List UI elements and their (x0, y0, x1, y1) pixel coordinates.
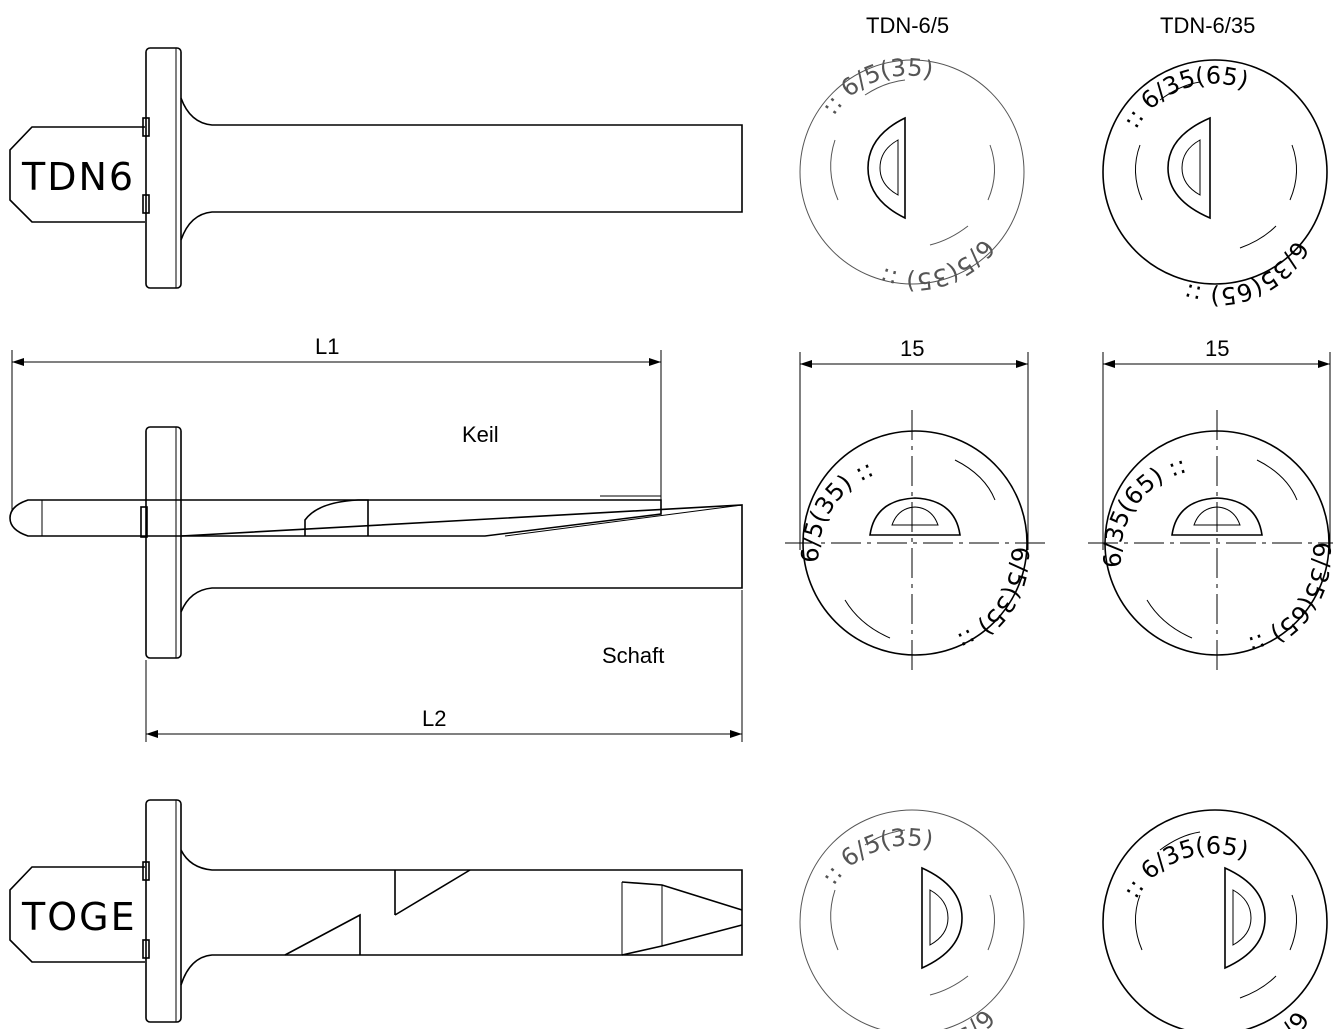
anchor-section: L1 Keil Schaft L2 (9, 334, 743, 742)
disc-bottom-left-dash-2 (987, 894, 995, 951)
anchor-bottom-wedge-step2 (394, 869, 471, 916)
disc-bottom-left-outline (799, 809, 1025, 1029)
disc-top-right-mark-main: :: 6/35(65) (1117, 62, 1252, 133)
disc-bottom-left-dash-3 (864, 829, 906, 846)
disc-mid-left-slot (869, 497, 961, 536)
anchor-top: TDN6 (9, 47, 743, 289)
disc-mid-left-dim-label: 15 (900, 336, 924, 361)
disc-mid-left-mark-repeat: 6/5(35) :: (953, 547, 1033, 656)
section-pin (140, 506, 148, 538)
disc-mid-right-outline (1104, 430, 1330, 656)
disc-top-left: :: 6/5(35) 6/5(35) :: (799, 53, 1025, 295)
disc-top-right-dash-1 (1135, 144, 1143, 201)
disc-mid-right-dash-2 (1256, 459, 1298, 501)
disc-bottom-right-dash-4 (1239, 975, 1277, 999)
label-keil: Keil (462, 422, 499, 447)
disc-mid-right-slot-inner (1193, 506, 1241, 526)
disc-mid-left-slot-inner (891, 506, 939, 526)
disc-top-left-slot (867, 116, 906, 220)
disc-mid-left-dash-2 (954, 459, 996, 501)
anchor-bottom: TOGE (9, 799, 743, 1023)
disc-top-right-mark-repeat: 6/35(65) :: (1181, 236, 1314, 310)
disc-top-right-slot (1167, 116, 1211, 220)
anchor-bottom-taper-bottom (621, 924, 743, 956)
disc-top-left-dash-4 (929, 225, 969, 246)
disc-mid-right-mark-main: 6/35(65) :: (1098, 451, 1189, 569)
dimension-l2-label: L2 (422, 706, 446, 731)
anchor-top-flange (145, 47, 182, 289)
disc-mid-left-outline (802, 430, 1028, 656)
disc-top-left-dash-2 (987, 144, 995, 201)
wedge-cam (304, 499, 369, 536)
disc-top-left-slot-inner (879, 139, 899, 196)
disc-top-right-outline (1102, 59, 1328, 285)
disc-mid-left-mark-main: 6/5(35) :: (797, 455, 878, 563)
disc-mid-left: 15 6/5(35) :: 6/5(35) :: (785, 336, 1045, 675)
disc-top-right-dash-2 (1289, 144, 1297, 201)
disc-mid-right: 15 6/35(65) :: 6/35(65) :: (1088, 336, 1334, 675)
anchor-bottom-head (9, 866, 145, 963)
anchor-bottom-taper-top (621, 881, 743, 911)
disc-top-left-dash-3 (864, 79, 906, 96)
label-schaft: Schaft (602, 643, 664, 668)
disc-bottom-left-slot (921, 866, 963, 970)
disc-bottom-right-dash-3 (1159, 831, 1201, 851)
disc-bottom-right: :: 6/35(65) 6/35(65) :: (1102, 809, 1328, 1029)
disc-bottom-right-outline (1102, 809, 1328, 1029)
disc-top-left-dash-1 (830, 139, 839, 201)
disc-bottom-right-mark-repeat: 6/35(65) :: (1181, 1006, 1314, 1029)
disc-bottom-right-slot (1224, 866, 1266, 970)
disc-top-left-mark-main: :: 6/5(35) (816, 53, 936, 120)
disc-bottom-right-dash-2 (1289, 894, 1297, 951)
disc-top-right-dash-4 (1239, 225, 1277, 249)
disc-top-right: :: 6/35(65) 6/35(65) :: (1102, 59, 1328, 310)
disc-top-right-dash-3 (1159, 81, 1201, 101)
anchor-top-shaft (180, 97, 743, 241)
disc-mid-left-dash-1 (844, 599, 891, 639)
anchor-bottom-shaft (180, 849, 743, 986)
anchor-top-stamp: TDN6 (21, 155, 135, 199)
anchor-bottom-wedge-step1 (284, 913, 361, 956)
disc-bottom-right-slot-inner (1232, 889, 1252, 946)
header-tdn-6-5: TDN-6/5 (866, 13, 949, 38)
disc-bottom-left-dash-4 (929, 975, 969, 996)
disc-bottom-left-dash-1 (830, 889, 839, 951)
disc-bottom-left-slot-inner (929, 889, 949, 946)
disc-bottom-left: :: 6/5(35) 6/5(35) :: (799, 809, 1025, 1029)
disc-top-left-outline (799, 59, 1025, 285)
disc-bottom-left-mark-main: :: 6/5(35) (816, 823, 936, 890)
anchor-bottom-flange (145, 799, 182, 1023)
anchor-top-head (9, 126, 145, 223)
disc-bottom-right-dash-1 (1135, 894, 1143, 951)
disc-mid-right-dash-1 (1146, 599, 1193, 639)
dimension-l1-label: L1 (315, 334, 339, 359)
shaft-body (180, 504, 743, 613)
wedge-body (9, 499, 662, 537)
disc-top-left-mark-repeat: 6/5(35) :: (876, 234, 1000, 295)
disc-bottom-left-mark-repeat: 6/5(35) :: (876, 1004, 1000, 1029)
disc-mid-right-mark-repeat: 6/35(65) :: (1245, 541, 1334, 659)
disc-top-right-slot-inner (1181, 139, 1201, 196)
disc-mid-right-slot (1171, 497, 1263, 536)
anchor-bottom-stamp: TOGE (21, 895, 137, 939)
header-tdn-6-35: TDN-6/35 (1160, 13, 1255, 38)
section-flange (145, 426, 182, 659)
wedge-taper-line (504, 504, 743, 537)
disc-mid-right-dim-label: 15 (1205, 336, 1229, 361)
